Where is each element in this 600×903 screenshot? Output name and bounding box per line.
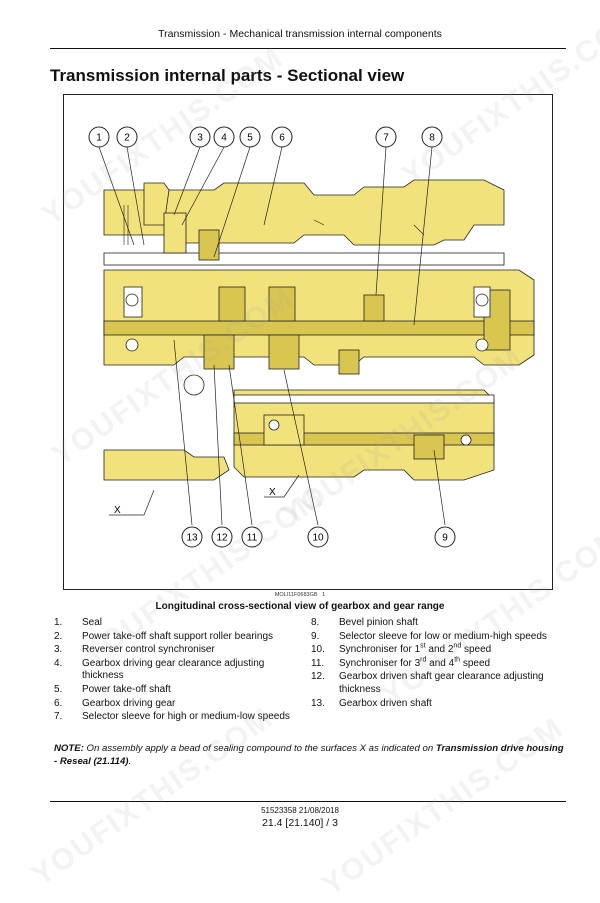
- footer-rule: [50, 801, 566, 802]
- callout-5: 5: [239, 126, 261, 148]
- svg-text:8: 8: [429, 133, 435, 144]
- legend-number: 6.: [54, 697, 63, 709]
- legend-text: Gearbox driving gear: [82, 697, 176, 709]
- legend-number: 2.: [54, 630, 63, 642]
- note-label: NOTE:: [54, 743, 84, 754]
- legend-item-13: 13. Gearbox driven shaft: [311, 698, 561, 711]
- figure-ref-num: 1: [322, 592, 326, 598]
- legend-number: 13.: [311, 697, 325, 709]
- legend-number: 3.: [54, 644, 63, 656]
- assembly-note: NOTE: On assembly apply a bead of sealin…: [54, 742, 566, 768]
- figure-caption: Longitudinal cross-sectional view of gea…: [155, 601, 445, 612]
- hatching: [123, 205, 425, 245]
- svg-text:13: 13: [186, 533, 198, 544]
- svg-text:9: 9: [442, 533, 448, 544]
- callout-8: 8: [421, 126, 443, 148]
- legend-column-left: 1. Seal 2. Power take-off shaft support rol…: [54, 617, 304, 725]
- legend-item-6: 6. Gearbox driving gear: [54, 698, 304, 711]
- legend-item-11: 11. Synchroniser for 3rd and 4th speed: [311, 656, 561, 671]
- callout-2: 2: [116, 126, 138, 148]
- note-end: .: [128, 756, 132, 767]
- svg-text:4: 4: [221, 133, 227, 144]
- header-rule: [50, 48, 566, 49]
- legend-item-2: 2. Power take-off shaft support roller be…: [54, 631, 304, 644]
- callout-6: 6: [271, 126, 293, 148]
- legend-text: Synchroniser for 3rd and 4th speed: [339, 656, 491, 669]
- callout-1: 1: [88, 126, 110, 148]
- svg-text:11: 11: [247, 533, 258, 544]
- svg-text:5: 5: [247, 133, 253, 144]
- legend-number: 11.: [311, 657, 325, 669]
- svg-text:3: 3: [197, 133, 203, 144]
- legend-number: 7.: [54, 711, 63, 723]
- svg-text:12: 12: [216, 533, 228, 544]
- svg-text:2: 2: [124, 133, 130, 144]
- svg-text:1: 1: [96, 133, 102, 144]
- legend-number: 12.: [311, 671, 325, 683]
- legend-text: Gearbox driving gear clearance adjusting…: [82, 657, 265, 682]
- legend-item-4: 4. Gearbox driving gear clearance adjusti…: [54, 658, 304, 683]
- legend-number: 5.: [54, 683, 63, 695]
- legend-text: Power take-off shaft: [82, 683, 171, 695]
- svg-text:7: 7: [383, 133, 389, 144]
- legend-item-12: 12. Gearbox driven shaft gear clearance a…: [311, 671, 561, 696]
- legend-text: Seal: [82, 617, 103, 628]
- bearings: [125, 293, 489, 446]
- legend-number: 9.: [311, 630, 320, 642]
- callout-3: 3: [189, 126, 211, 148]
- page-header: Transmission - Mechanical transmission i…: [158, 28, 442, 40]
- legend-item-9: 9. Selector sleeve for low or medium-high…: [311, 631, 561, 644]
- legend-text: Selector sleeve for low or medium-high s…: [339, 630, 547, 642]
- legend-text: Power take-off shaft support roller bear…: [82, 630, 274, 642]
- note-text: On assembly apply a bead of sealing comp…: [83, 743, 436, 754]
- section-title: Transmission internal parts - Sectional …: [50, 66, 405, 85]
- legend-column-right: 8. Bevel pinion shaft 9. Selector sleeve fo…: [311, 617, 561, 711]
- figure-reference: MOLI11F0683GB 1: [0, 592, 600, 598]
- legend-text: Selector sleeve for high or medium-low s…: [82, 711, 290, 723]
- legend-number: 10.: [311, 644, 325, 656]
- footer-document-code: 51523358 21/08/2018: [261, 806, 339, 815]
- legend-item-5: 5. Power take-off shaft: [54, 684, 304, 697]
- callout-7: 7: [375, 126, 397, 148]
- callout-12: 12: [211, 526, 233, 548]
- legend-item-1: 1. Seal: [54, 617, 304, 630]
- legend-text: Gearbox driven shaft gear clearance adju…: [339, 671, 544, 695]
- svg-text:6: 6: [279, 133, 285, 144]
- legend-item-10: 10. Synchroniser for 1st and 2nd speed: [311, 642, 561, 657]
- legend-text: Reverser control synchroniser: [82, 644, 215, 656]
- callout-10: 10: [307, 526, 329, 548]
- footer-page-number: 21.4 [21.140] / 3: [262, 817, 338, 829]
- callout-9: 9: [434, 526, 456, 548]
- callout-11: 11: [241, 526, 263, 548]
- legend-text: Synchroniser for 1st and 2nd speed: [339, 642, 492, 656]
- legend-item-7: 7. Selector sleeve for high or medium-low…: [54, 711, 304, 724]
- callout-13: 13: [181, 526, 203, 548]
- callout-4: 4: [213, 126, 235, 148]
- leader-lines: [98, 146, 446, 526]
- legend-item-8: 8. Bevel pinion shaft: [311, 617, 561, 630]
- watermark-text: YOUFIXTHIS.COM: [26, 700, 280, 893]
- legend-number: 4.: [54, 657, 63, 669]
- legend-number: 8.: [311, 617, 320, 628]
- legend-number: 1.: [54, 617, 63, 628]
- legend-text: Gearbox driven shaft: [339, 697, 432, 709]
- x-label-right: X: [269, 487, 276, 498]
- svg-text:10: 10: [312, 533, 324, 544]
- legend-item-3: 3. Reverser control synchroniser: [54, 644, 304, 657]
- legend-text: Bevel pinion shaft: [339, 617, 418, 628]
- figure-ref-code: MOLI11F0683GB: [274, 592, 318, 598]
- note-reference-link[interactable]: Transmission drive housing - Reseal (21.…: [54, 743, 564, 767]
- x-label-left: X: [114, 505, 121, 516]
